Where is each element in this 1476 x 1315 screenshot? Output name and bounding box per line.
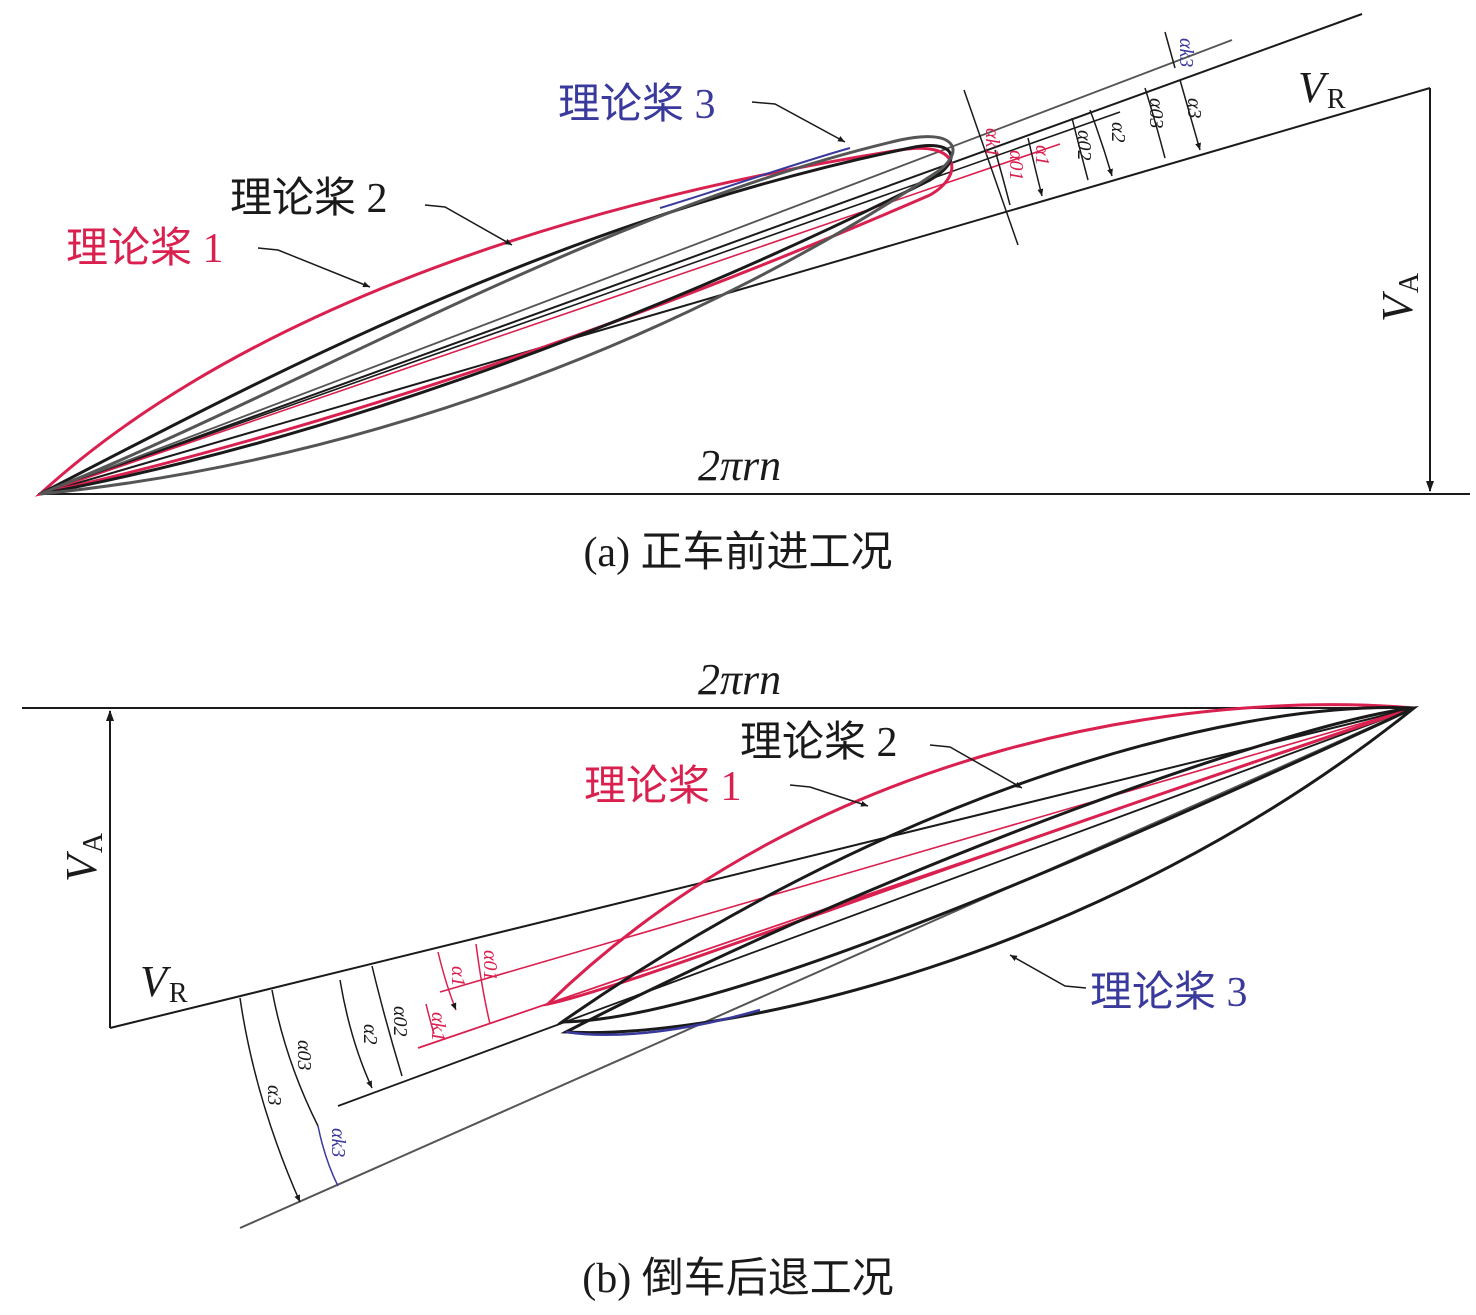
label-propeller-3: 理论桨 3: [1090, 970, 1248, 1016]
dim-arc-ak3: [1164, 31, 1176, 69]
dim-arc-a01: [475, 943, 491, 1025]
leader-propeller-1: [257, 247, 371, 288]
chord-line-2: [337, 707, 1415, 1107]
label-va: VA: [57, 832, 109, 882]
label-va: VA: [1373, 272, 1425, 322]
zero-lift-line-1: [439, 707, 1415, 993]
label-propeller-2: 理论桨 2: [740, 720, 898, 766]
angle-ak3: αk3: [1175, 38, 1197, 67]
propeller-1-section: [543, 703, 1415, 1007]
angle-a2: α2: [1107, 122, 1129, 143]
label-propeller-1: 理论桨 1: [584, 764, 742, 810]
angle-a03: α03: [1145, 98, 1167, 129]
label-vr: VR: [140, 957, 188, 1009]
angle-ak3: αk3: [327, 1128, 349, 1157]
zero-lift-line-3: [39, 39, 1233, 495]
dim-arc-ak3: [317, 1125, 339, 1187]
label-propeller-1: 理论桨 1: [66, 226, 224, 272]
chord-line-2: [39, 111, 1121, 495]
angle-a3: α3: [1183, 98, 1205, 119]
dim-arc-a2: [1089, 109, 1113, 177]
leader-propeller-1: [789, 784, 869, 807]
angle-ak1: αk1: [981, 128, 1003, 157]
leader-propeller-2: [929, 744, 1023, 789]
angle-a2: α2: [359, 1024, 381, 1045]
leader-propeller-3: [1009, 954, 1087, 989]
angle-a02: α02: [389, 1006, 411, 1037]
angle-ak1: αk1: [427, 1012, 449, 1041]
leader-propeller-3: [751, 101, 846, 143]
zero-lift-line-outer: [39, 13, 1363, 495]
label-propeller-2: 理论桨 2: [230, 176, 388, 222]
angle-a02: α02: [1073, 130, 1095, 161]
panel-b: α3 α03 αk3 α2 α02 α1 α01 αk1 2πrn 理论桨 2 …: [22, 655, 1419, 1302]
dim-arc-ak1: [963, 89, 1019, 246]
caption-a: (a) 正车前进工况: [583, 530, 892, 576]
dim-arc-a02: [371, 965, 403, 1077]
dim-arc-a03: [1144, 87, 1166, 159]
dim-arc-a3: [1179, 79, 1201, 151]
angle-a01: α01: [479, 950, 501, 981]
leader-propeller-2: [424, 204, 513, 246]
caption-b: (b) 倒车后退工况: [582, 1256, 893, 1302]
angle-a01: α01: [1005, 150, 1027, 181]
angle-a3: α3: [263, 1085, 285, 1106]
vr-line: [39, 87, 1431, 495]
vr-line: [109, 707, 1415, 1029]
chord-line-1: [39, 143, 1061, 495]
label-propeller-3: 理论桨 3: [558, 82, 716, 128]
propeller-3-section: [39, 135, 955, 496]
dim-arc-a01: [994, 149, 1011, 206]
dim-arc-a1: [437, 951, 457, 1011]
angle-a1: α1: [1031, 145, 1053, 166]
angle-a1: α1: [447, 966, 469, 987]
dim-arc-a02: [1071, 117, 1089, 181]
dim-arc-a03: [271, 989, 319, 1127]
label-vr: VR: [1298, 63, 1346, 115]
propeller-3-accent: [565, 1008, 761, 1036]
propeller-2-section: [39, 144, 953, 496]
dim-arc-a3: [239, 997, 301, 1203]
propeller-3-accent: [659, 147, 851, 209]
dim-arc-ak1: [425, 1003, 435, 1035]
label-2pirn: 2πrn: [698, 441, 781, 490]
propeller-3-section: [560, 705, 1419, 1034]
angle-a03: α03: [293, 1040, 315, 1071]
dim-arc-a2: [339, 979, 373, 1089]
panel-a: αk3 α3 α03 α2 α02 α1 α01 αk1 理论桨 3 理论桨 2…: [34, 13, 1470, 576]
dim-arc-a1: [1027, 137, 1044, 197]
label-2pirn: 2πrn: [698, 655, 781, 704]
zero-lift-line-outer: [239, 707, 1415, 1229]
propeller-2-section: [557, 706, 1415, 1024]
